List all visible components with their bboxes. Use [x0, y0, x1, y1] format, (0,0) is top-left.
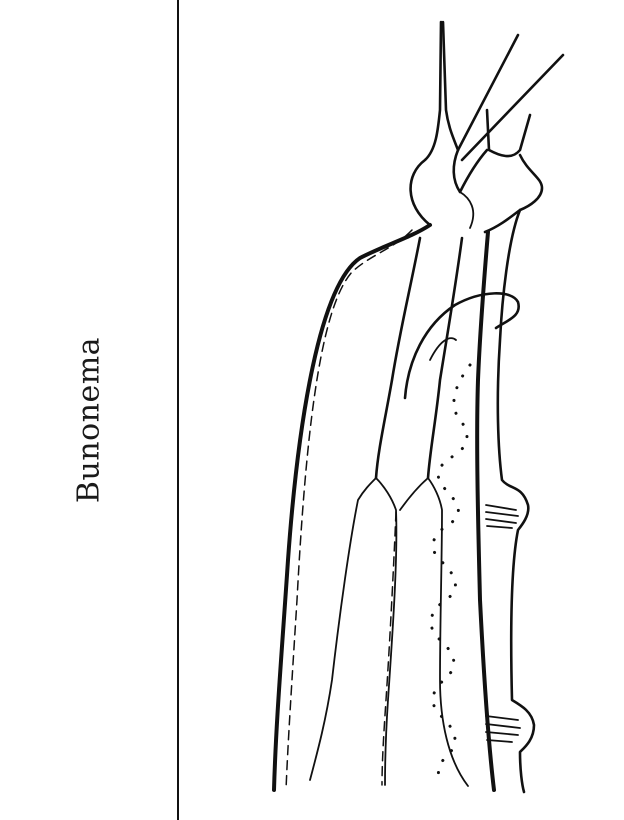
- pharynx-outline-left: [310, 478, 376, 780]
- head-region: [411, 22, 563, 232]
- wart-line: [486, 732, 518, 735]
- lip-lobe-2: [487, 110, 530, 156]
- left-head-outline: [411, 22, 441, 225]
- stoma-base-junction-left: [400, 478, 428, 510]
- right-seta: [462, 55, 563, 160]
- dotted-tract: [431, 365, 470, 782]
- left-seta-inner: [443, 22, 458, 150]
- wart-line: [486, 716, 518, 720]
- pharynx-lumen-dashed: [382, 512, 396, 785]
- cuticle-inner-line: [286, 230, 412, 790]
- lip-lobe-1: [454, 150, 487, 192]
- pharynx-lumen-left: [376, 478, 396, 785]
- oral-opening: [460, 192, 473, 228]
- body-outline: [274, 210, 534, 792]
- right-cephalic-lobe: [485, 155, 542, 232]
- dorsal-wall-inner: [477, 232, 494, 790]
- wart-line: [487, 526, 512, 528]
- wart-line: [486, 512, 518, 516]
- wart-line: [486, 724, 520, 728]
- stoma-pharynx: [310, 238, 468, 786]
- wart-line: [486, 519, 516, 523]
- pharynx-outline-right: [428, 478, 468, 786]
- dotted-zigzag: [431, 365, 470, 782]
- wart-line: [486, 505, 516, 510]
- stoma-right-wall: [428, 238, 462, 478]
